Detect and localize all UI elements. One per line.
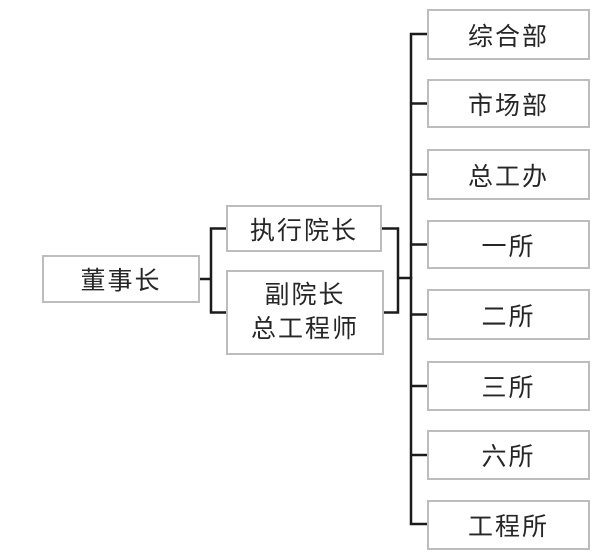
dept-institute-3: 三所 [427, 361, 590, 411]
dept-general-department: 综合部 [427, 9, 590, 60]
connector-right-bracket [379, 227, 413, 314]
dept-institute-6: 六所 [427, 430, 590, 480]
node-executive-dean: 执行院长 [226, 205, 382, 252]
dept-institute-1: 一所 [427, 220, 590, 269]
node-vice-dean-line1: 副院长 [264, 281, 346, 309]
dept-chief-engineer-office: 总工办 [427, 149, 590, 200]
dept-institute-2: 二所 [427, 289, 590, 340]
node-vice-dean-chief-engineer: 副院长 总工程师 [226, 270, 384, 355]
dept-engineering-institute: 工程所 [427, 500, 590, 550]
node-vice-dean-line2: 总工程师 [250, 315, 359, 343]
node-chairman: 董事长 [42, 255, 200, 303]
connector-left-bracket [198, 227, 228, 314]
dept-marketing-department: 市场部 [427, 79, 590, 128]
connector-trunk [409, 32, 429, 526]
